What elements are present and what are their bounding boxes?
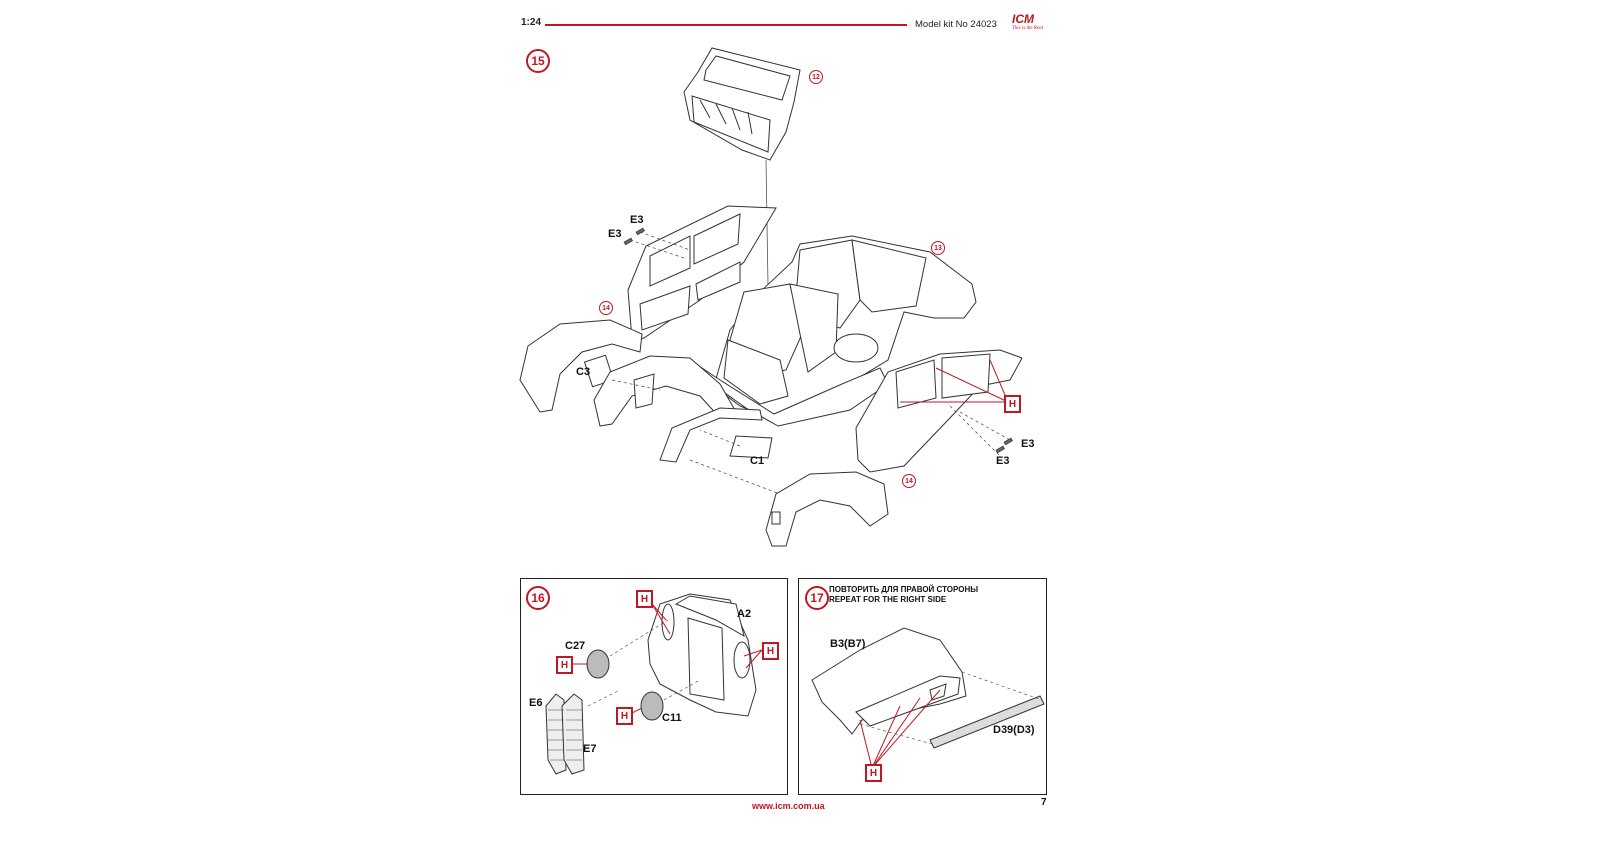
paint-marker-h-16d: H	[616, 707, 633, 725]
icm-logo-slogan: This is the Real	[1012, 26, 1043, 31]
part-label-e3-right-a: E3	[1021, 438, 1035, 450]
part-label-e3-left: E3	[608, 228, 622, 240]
step-17-note-ru: ПОВТОРИТЬ ДЛЯ ПРАВОЙ СТОРОНЫ	[829, 585, 979, 594]
scale-label: 1:24	[521, 17, 542, 28]
model-kit-number: Model kit No 24023	[915, 19, 997, 30]
part-label-c11: C11	[662, 712, 682, 724]
step-16-marker: 16	[526, 586, 550, 610]
paint-marker-h-step15: H	[1004, 395, 1021, 413]
part-label-e3-top: E3	[630, 214, 644, 226]
part-label-a2: A2	[737, 608, 752, 620]
part-label-e3-right-b: E3	[996, 455, 1010, 467]
subassembly-ref-14-right: 14	[902, 474, 916, 488]
step-15-marker: 15	[526, 49, 550, 73]
paint-marker-h-17: H	[865, 764, 882, 782]
part-label-c27: C27	[565, 640, 586, 652]
paint-marker-h-16c: H	[556, 656, 573, 674]
icm-logo-text: ICM	[1012, 12, 1034, 26]
step-17-marker: 17	[805, 586, 829, 610]
step-17-note-en: REPEAT FOR THE RIGHT SIDE	[829, 595, 947, 604]
part-label-c3: C3	[576, 366, 591, 378]
part-label-e6: E6	[529, 697, 543, 709]
part-label-b3b7: B3(B7)	[830, 638, 866, 650]
step-16-panel	[520, 578, 788, 795]
subassembly-ref-14-left: 14	[599, 301, 613, 315]
header-rule	[545, 24, 907, 26]
subassembly-ref-13: 13	[931, 241, 945, 255]
part-label-d39d3: D39(D3)	[993, 724, 1035, 736]
part-label-e7: E7	[583, 743, 597, 755]
page-number: 7	[1041, 797, 1047, 808]
subassembly-ref-12: 12	[809, 70, 823, 84]
footer-website: www.icm.com.ua	[752, 801, 825, 811]
part-label-c1: C1	[750, 455, 765, 467]
paint-marker-h-16b: H	[762, 642, 779, 660]
paint-marker-h-16a: H	[636, 590, 653, 608]
icm-logo: ICM This is the Real	[1012, 12, 1052, 36]
step-17-panel	[798, 578, 1047, 795]
